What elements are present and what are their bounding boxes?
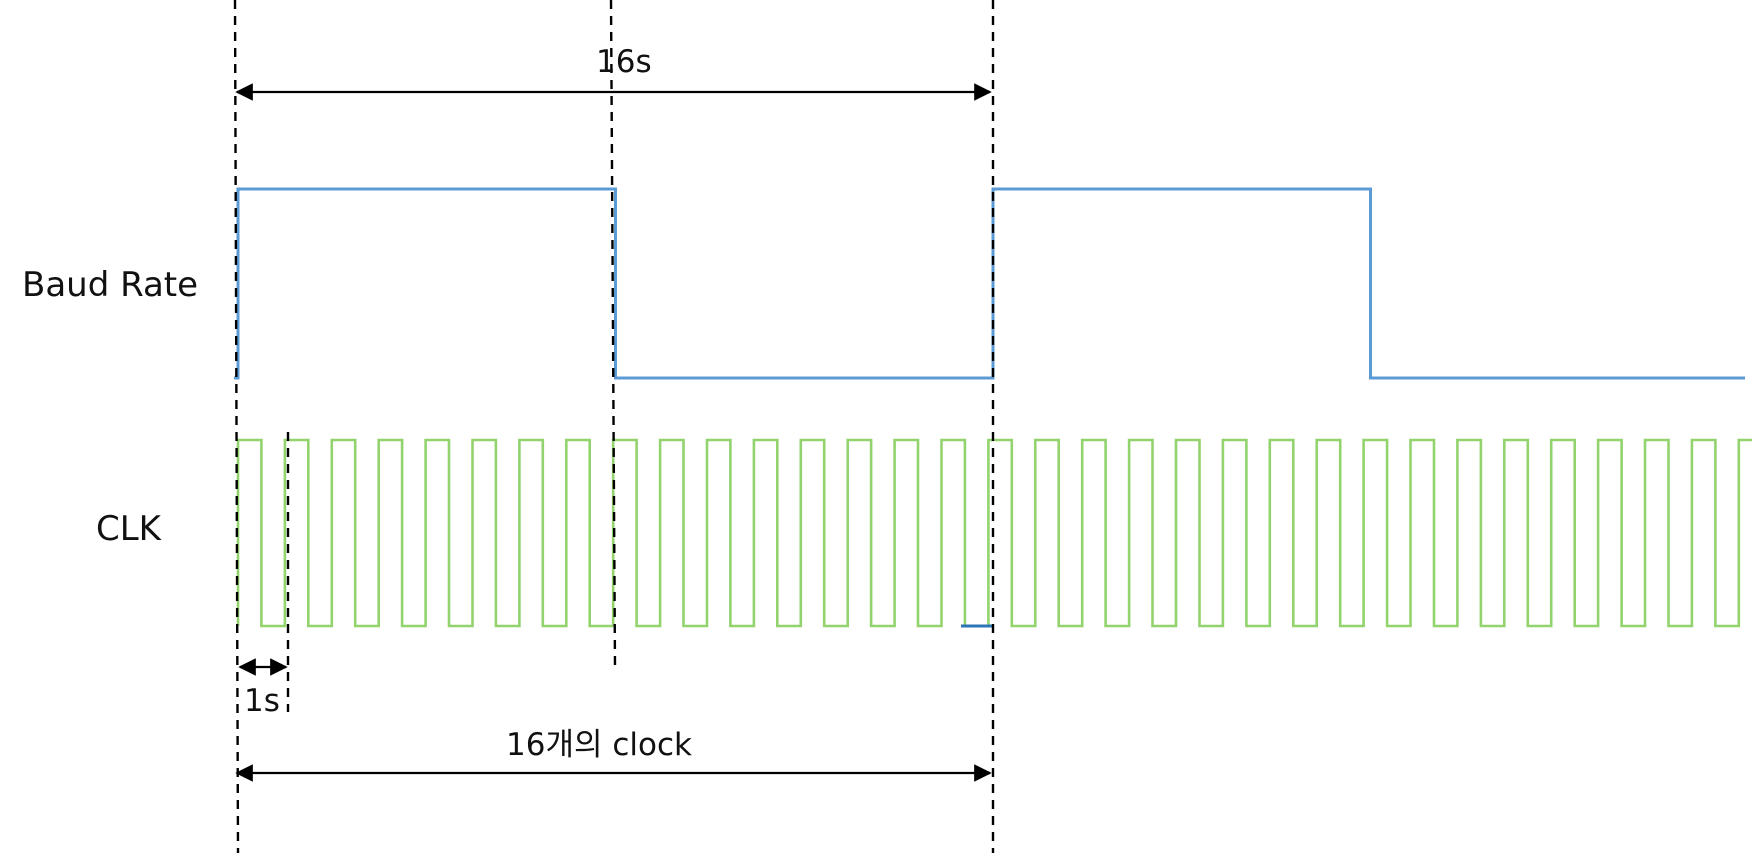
- baud-rate-waveform: [234, 187, 1745, 380]
- bit-period-label: 16s: [596, 44, 652, 80]
- clock-period-label: 1s: [244, 683, 280, 719]
- clk-label: CLK: [96, 509, 163, 549]
- clock-count-label: 16개의 clock: [506, 727, 692, 763]
- guide-line-start: [233, 0, 240, 853]
- clk-waveform: [236, 438, 1752, 628]
- baud-rate-label: Baud Rate: [22, 265, 198, 305]
